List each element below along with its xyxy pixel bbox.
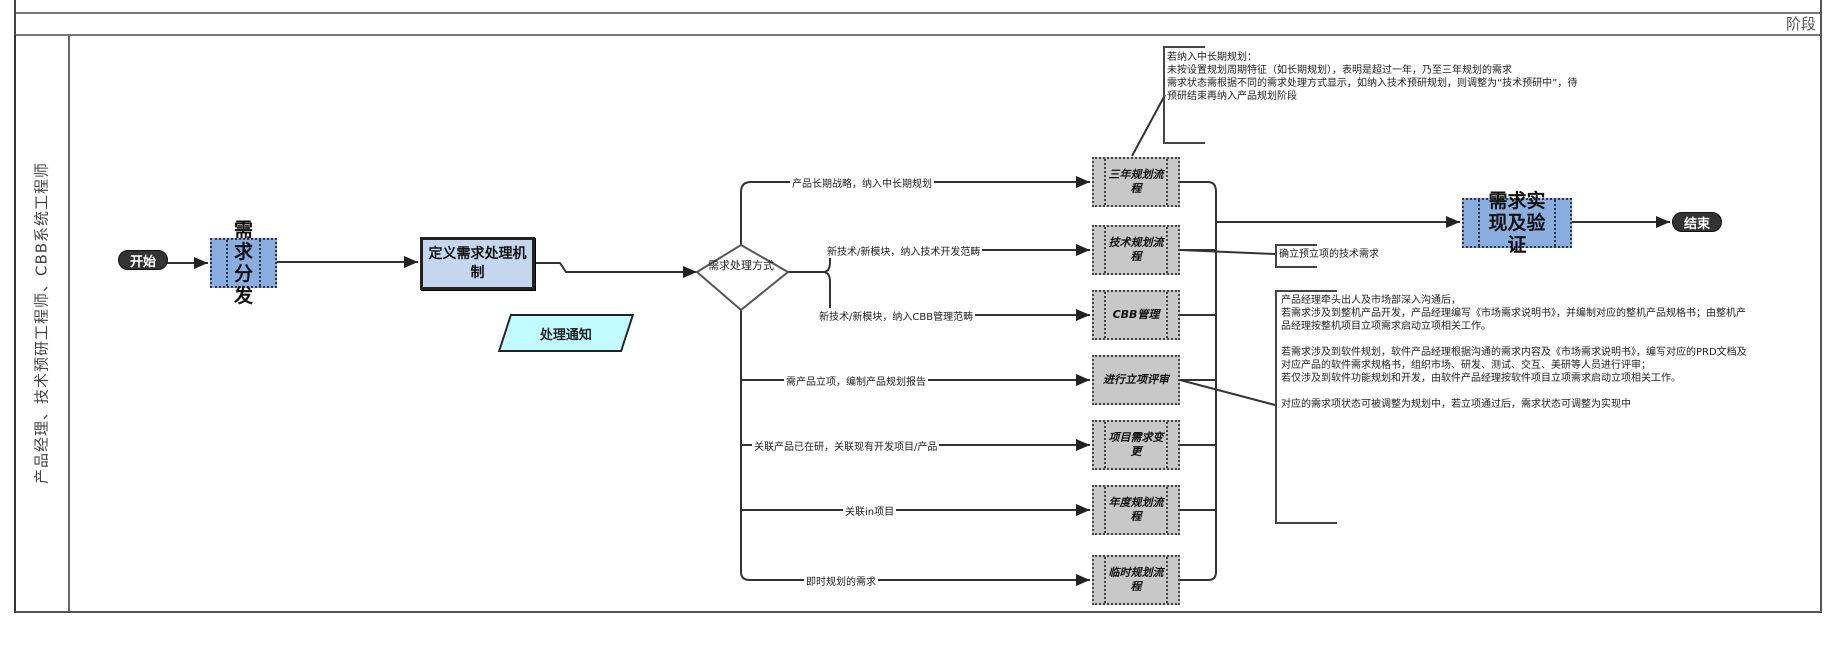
subprocess-label: 三年规划流程 bbox=[1108, 168, 1164, 195]
subprocess-tech-plan[interactable]: 技术规划流程 bbox=[1092, 225, 1180, 275]
realize-label: 需求实现及验证 bbox=[1488, 190, 1546, 256]
subprocess-project-change[interactable]: 项目需求变更 bbox=[1092, 420, 1180, 470]
swimlane-frame-top bbox=[14, 0, 1822, 14]
branch-label: 即时规划的需求 bbox=[804, 573, 878, 588]
subprocess-label: 临时规划流程 bbox=[1108, 566, 1164, 593]
edge-branch-7 bbox=[740, 300, 1090, 586]
swimlane bbox=[14, 35, 1822, 613]
tech-note: 确立预立项的技术需求 bbox=[1279, 249, 1379, 260]
top-note-bracket bbox=[1163, 46, 1205, 144]
branch-label: 关联产品已在研，关联现有开发项目/产品 bbox=[752, 438, 940, 453]
phase-label: 阶段 bbox=[1785, 15, 1816, 33]
dispatch-label: 需求分发 bbox=[233, 219, 253, 307]
subprocess-label: 年度规划流程 bbox=[1108, 496, 1164, 523]
subprocess-label: CBB管理 bbox=[1112, 308, 1160, 321]
notify-label: 处理通知 bbox=[539, 327, 592, 343]
leader-tech-note bbox=[1179, 249, 1276, 255]
decision-label: 需求处理方式 bbox=[708, 259, 774, 272]
start-node[interactable]: 开始 bbox=[118, 250, 168, 270]
subprocess-label: 进行立项评审 bbox=[1103, 373, 1169, 386]
leader-top-note bbox=[1131, 94, 1166, 157]
dispatch-process[interactable]: 需求分发 bbox=[210, 219, 277, 307]
subprocess-label: 项目需求变更 bbox=[1108, 431, 1164, 458]
tech-note-bracket bbox=[1275, 244, 1317, 268]
subprocess-project-review[interactable]: 进行立项评审 bbox=[1092, 355, 1180, 405]
branch-label: 需产品立项，编制产品规划报告 bbox=[784, 373, 928, 388]
decision-diamond bbox=[695, 243, 790, 312]
notify-data[interactable]: 处理通知 bbox=[497, 314, 635, 352]
subprocess-adhoc-plan[interactable]: 临时规划流程 bbox=[1092, 555, 1180, 605]
review-note: 产品经理牵头出人及市场部深入沟通后， 若需求涉及到整机产品开发，产品经理编写《市… bbox=[1281, 295, 1747, 410]
realize-verify-process[interactable]: 需求实现及验证 bbox=[1462, 190, 1572, 256]
lane-header: 产品经理、技术预研工程师、CBB系统工程师 bbox=[14, 35, 70, 611]
branch-label: 产品长期战略，纳入中长期规划 bbox=[790, 175, 934, 190]
top-note: 若纳入中长期规划： 未按设置规划周期特征（如长期规划），表明是超过一年，乃至三年… bbox=[1167, 52, 1578, 102]
edge-branch-1 bbox=[740, 176, 1090, 245]
end-node[interactable]: 结束 bbox=[1672, 212, 1722, 232]
branch-label: 新技术/新模块，纳入技术开发范畴 bbox=[825, 243, 983, 258]
merge-bus bbox=[1180, 181, 1217, 581]
review-note-bracket bbox=[1275, 290, 1337, 524]
subprocess-three-year-plan[interactable]: 三年规划流程 bbox=[1092, 157, 1180, 207]
subprocess-cbb[interactable]: CBB管理 bbox=[1092, 290, 1180, 340]
end-label: 结束 bbox=[1683, 216, 1710, 232]
subprocess-annual-plan[interactable]: 年度规划流程 bbox=[1092, 485, 1180, 535]
phase-row: 阶段 bbox=[14, 12, 1822, 36]
branch-label: 新技术/新模块，纳入CBB管理范畴 bbox=[817, 308, 976, 323]
subprocess-label: 技术规划流程 bbox=[1108, 236, 1164, 263]
edge-branch-3 bbox=[822, 271, 1090, 321]
leader-review-note bbox=[1179, 379, 1276, 406]
branch-label: 关联in项目 bbox=[843, 503, 897, 518]
start-label: 开始 bbox=[129, 254, 156, 270]
define-mechanism-process[interactable]: 定义需求处理机制 bbox=[420, 237, 535, 290]
edge-define-decision bbox=[535, 262, 697, 278]
define-mechanism-label: 定义需求处理机制 bbox=[428, 245, 527, 281]
